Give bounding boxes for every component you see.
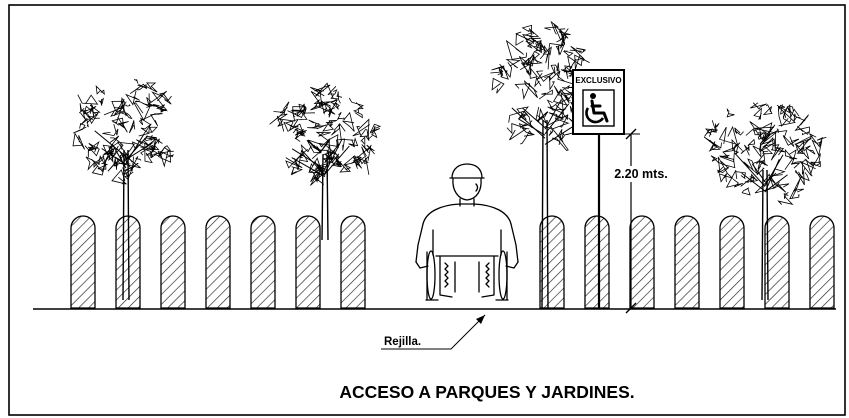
bollard-row	[70, 215, 835, 309]
bollard	[295, 215, 321, 309]
sign-board	[572, 69, 625, 135]
drawing-border	[8, 4, 846, 416]
bollard	[809, 215, 835, 309]
grate-callout: Rejilla.	[381, 314, 486, 350]
bollard	[539, 215, 565, 309]
bollard	[340, 215, 366, 309]
bollard	[764, 215, 790, 309]
caption-title: ACCESO A PARQUES Y JARDINES.	[339, 382, 634, 402]
bollard	[250, 215, 276, 309]
bollard	[719, 215, 745, 309]
bollard	[629, 215, 655, 309]
bollard	[115, 215, 141, 309]
tree	[269, 82, 382, 241]
height-dimension: 2.20 mts.	[601, 128, 683, 314]
wheelchair-icon	[582, 89, 615, 127]
bollard	[205, 215, 231, 309]
bollard	[674, 215, 700, 309]
bollard	[160, 215, 186, 309]
tree	[703, 102, 827, 301]
bollard	[584, 215, 610, 309]
parking-sign: EXCLUSIVO	[572, 69, 625, 309]
dimension-label: 2.20 mts.	[614, 167, 668, 181]
grate-label: Rejilla.	[384, 336, 421, 348]
tree	[72, 79, 174, 301]
tree-group	[72, 20, 827, 310]
wheelchair-user-figure	[415, 163, 519, 301]
bollard	[70, 215, 96, 309]
sign-header: EXCLUSIVO	[575, 76, 621, 85]
